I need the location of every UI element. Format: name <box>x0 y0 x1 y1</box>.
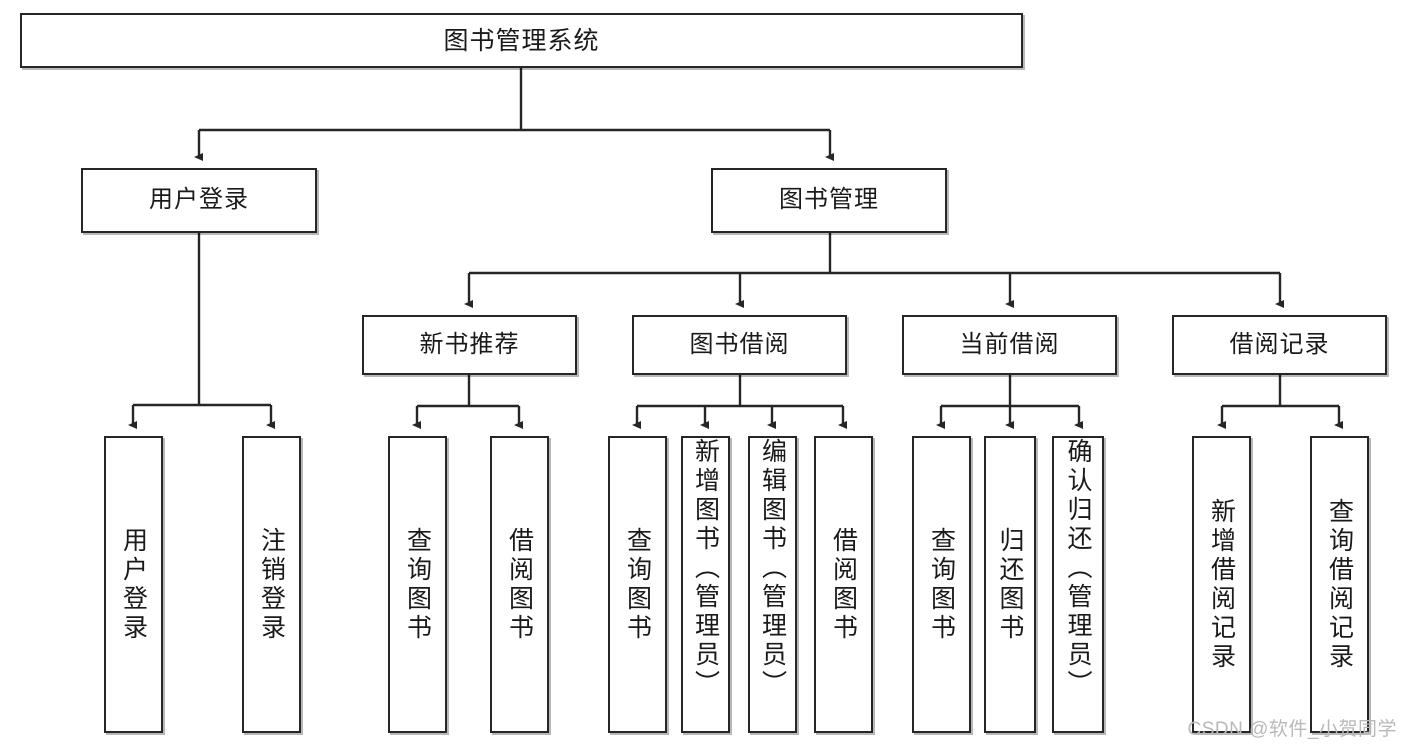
leaf-add-borrow-record[interactable]: 新增借阅记录 <box>1192 436 1251 733</box>
node-label: 编辑图书（管理员） <box>758 438 787 699</box>
node-label: 图书管理 <box>779 186 879 214</box>
node-root-system[interactable]: 图书管理系统 <box>20 13 1023 68</box>
leaf-query-borrow-record[interactable]: 查询借阅记录 <box>1310 436 1369 733</box>
node-new-book-recommend[interactable]: 新书推荐 <box>362 315 577 375</box>
node-label: 归还图书 <box>996 526 1024 643</box>
node-label: 借阅图书 <box>505 526 534 643</box>
node-user-login[interactable]: 用户登录 <box>81 168 317 233</box>
node-label: 用户登录 <box>149 186 249 214</box>
node-label: 注销登录 <box>257 526 286 643</box>
node-label: 查询借阅记录 <box>1325 497 1354 672</box>
node-label: 新书推荐 <box>419 330 520 358</box>
node-label: 查询图书 <box>623 526 652 643</box>
leaf-user-login[interactable]: 用户登录 <box>104 436 163 733</box>
leaf-query-book-recommend[interactable]: 查询图书 <box>388 436 447 733</box>
node-label: 查询图书 <box>403 526 432 643</box>
node-label: 查询图书 <box>927 526 956 643</box>
node-borrow-record[interactable]: 借阅记录 <box>1172 315 1387 375</box>
node-label: 确认归还（管理员） <box>1064 438 1092 699</box>
node-label: 当前借阅 <box>959 330 1060 358</box>
node-label: 借阅记录 <box>1229 330 1330 358</box>
node-label: 图书管理系统 <box>443 26 600 55</box>
node-label: 新增图书（管理员） <box>691 438 720 699</box>
node-current-borrow[interactable]: 当前借阅 <box>902 315 1117 375</box>
node-book-management[interactable]: 图书管理 <box>711 168 947 233</box>
watermark: CSDN @软件_小贺同学 <box>1187 719 1397 740</box>
node-label: 图书借阅 <box>689 330 790 358</box>
leaf-query-book-borrow[interactable]: 查询图书 <box>608 436 667 733</box>
node-label: 用户登录 <box>119 526 148 643</box>
leaf-borrow-book-recommend[interactable]: 借阅图书 <box>490 436 549 733</box>
node-label: 借阅图书 <box>829 526 858 643</box>
node-label: 新增借阅记录 <box>1207 497 1236 672</box>
leaf-edit-book-admin[interactable]: 编辑图书（管理员） <box>748 436 797 733</box>
leaf-confirm-return-admin[interactable]: 确认归还（管理员） <box>1052 436 1104 733</box>
leaf-user-logout[interactable]: 注销登录 <box>242 436 301 733</box>
leaf-query-book-current[interactable]: 查询图书 <box>912 436 971 733</box>
leaf-add-book-admin[interactable]: 新增图书（管理员） <box>681 436 730 733</box>
leaf-return-book[interactable]: 归还图书 <box>984 436 1036 733</box>
node-book-borrow[interactable]: 图书借阅 <box>632 315 847 375</box>
leaf-borrow-book-borrow[interactable]: 借阅图书 <box>814 436 873 733</box>
